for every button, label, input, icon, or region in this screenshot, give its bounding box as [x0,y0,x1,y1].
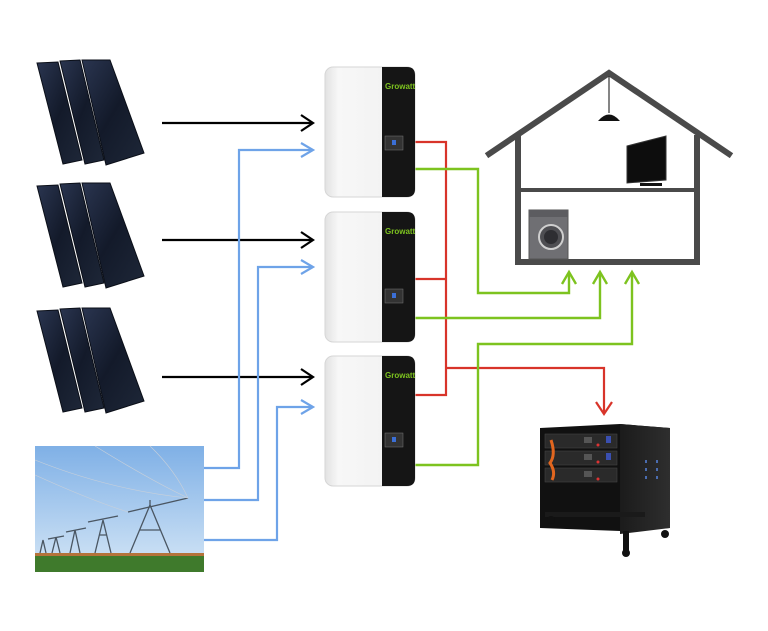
arrow-head-icon [300,259,316,275]
arrow-head-icon [591,269,609,285]
battery-line-main [446,366,606,413]
solar-panel-icon [36,59,145,166]
ceiling-lamp-icon [598,76,620,121]
arrow-head-icon [300,142,316,158]
battery-line-1 [415,140,448,397]
solar-array-2 [36,182,145,289]
television-icon [626,135,667,186]
brand-logo: Growatt [385,371,416,380]
battery-rack-icon [540,424,670,557]
arrow-head-icon [300,399,316,415]
battery-connections [415,140,613,416]
arrow-head-icon [300,231,315,249]
grid-line-3 [204,405,313,542]
load-connections [415,167,641,467]
pv-connections [162,114,315,386]
house-roof [484,69,734,159]
brand-logo: Growatt [385,227,416,236]
grid-line-2 [204,265,313,502]
solar-panel-icon [36,182,145,289]
inverter-2[interactable]: Growatt [324,211,416,343]
arrow-head-icon [300,368,315,386]
load-line-2 [415,272,602,320]
pylon-icon [39,497,189,554]
load-line-1 [415,167,571,295]
house-walls [515,135,700,265]
washing-machine-icon [528,209,569,260]
inverter-3[interactable]: Growatt [324,355,416,487]
arrow-head-icon [560,269,578,285]
arrow-head-icon [623,269,641,285]
arrow-head-icon [595,401,613,416]
brand-logo: Growatt [385,82,416,91]
grid-connections [204,142,316,542]
inverter-1[interactable]: Growatt [324,66,416,198]
house-icon [484,69,734,265]
power-grid-image [34,445,204,572]
solar-panel-icon [36,307,145,414]
solar-array-3 [36,307,145,414]
load-line-3 [415,272,634,467]
arrow-head-icon [300,114,315,132]
solar-array-1 [36,59,145,166]
grid-line-1 [204,148,313,470]
